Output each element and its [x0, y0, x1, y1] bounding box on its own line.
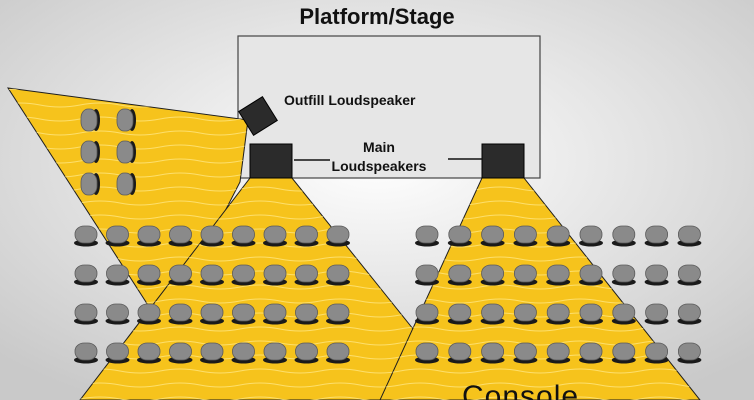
seat-right-21	[513, 303, 538, 325]
seat-right-4	[546, 225, 571, 247]
seat-right-23	[579, 303, 603, 325]
seat-right-22	[546, 303, 571, 325]
seat-left-31	[200, 342, 224, 364]
main-loudspeaker-right	[481, 143, 525, 179]
seat-right-18	[415, 303, 439, 325]
seat-right-31	[546, 342, 571, 364]
diagram-title: Platform/Stage	[299, 4, 455, 29]
seat-left-19	[105, 303, 130, 325]
seat-right-0	[415, 225, 439, 247]
seat-left-13	[200, 264, 224, 286]
seat-left-32	[231, 342, 256, 364]
seat-left-8	[326, 225, 350, 247]
seat-left-11	[137, 264, 161, 286]
seat-right-6	[611, 225, 636, 247]
seat-left-20	[137, 303, 161, 325]
seat-right-2	[480, 225, 505, 247]
audience-seating	[74, 108, 702, 364]
main-loudspeakers-label: Main Loudspeakers	[326, 138, 432, 176]
seat-side-2	[80, 140, 100, 164]
seat-left-22	[200, 303, 224, 325]
seat-left-29	[137, 342, 161, 364]
seat-right-12	[513, 264, 538, 286]
seat-right-13	[546, 264, 571, 286]
main-label-line1: Main	[363, 139, 395, 155]
seat-left-33	[263, 342, 287, 364]
seat-right-26	[677, 303, 702, 325]
seat-left-16	[294, 264, 319, 286]
seat-side-4	[80, 172, 100, 196]
seat-left-25	[294, 303, 319, 325]
seat-right-11	[480, 264, 505, 286]
seat-left-18	[74, 303, 98, 325]
seat-right-1	[447, 225, 472, 247]
seat-left-5	[231, 225, 256, 247]
seat-left-27	[74, 342, 98, 364]
outfill-loudspeaker-box	[238, 96, 278, 136]
seat-side-3	[116, 140, 136, 164]
seat-left-6	[263, 225, 287, 247]
seat-left-34	[294, 342, 319, 364]
seat-left-14	[231, 264, 256, 286]
seat-side-0	[80, 108, 100, 132]
seat-left-15	[263, 264, 287, 286]
seat-right-29	[480, 342, 505, 364]
main-loudspeaker-left	[249, 143, 293, 179]
seat-left-10	[105, 264, 130, 286]
seat-right-35	[677, 342, 702, 364]
seat-left-1	[105, 225, 130, 247]
seat-side-1	[116, 108, 136, 132]
seat-right-28	[447, 342, 472, 364]
seat-right-17	[677, 264, 702, 286]
seat-right-20	[480, 303, 505, 325]
seat-right-7	[644, 225, 669, 247]
seat-right-25	[644, 303, 669, 325]
seat-left-9	[74, 264, 98, 286]
seat-right-32	[579, 342, 603, 364]
seat-right-16	[644, 264, 669, 286]
seat-left-0	[74, 225, 98, 247]
seat-left-28	[105, 342, 130, 364]
seat-right-3	[513, 225, 538, 247]
seat-left-35	[326, 342, 350, 364]
seat-side-5	[116, 172, 136, 196]
seat-right-14	[579, 264, 603, 286]
seat-right-24	[611, 303, 636, 325]
seat-right-27	[415, 342, 439, 364]
seat-right-10	[447, 264, 472, 286]
seat-right-9	[415, 264, 439, 286]
seat-left-3	[168, 225, 193, 247]
seat-left-4	[200, 225, 224, 247]
seat-right-5	[579, 225, 603, 247]
seat-right-34	[644, 342, 669, 364]
console-label: Console	[462, 380, 580, 400]
seat-right-33	[611, 342, 636, 364]
seat-right-8	[677, 225, 702, 247]
seat-left-2	[137, 225, 161, 247]
seat-left-23	[231, 303, 256, 325]
seat-left-7	[294, 225, 319, 247]
outfill-loudspeaker-label: Outfill Loudspeaker	[284, 92, 416, 108]
seat-right-19	[447, 303, 472, 325]
main-label-line2: Loudspeakers	[331, 158, 427, 174]
seat-right-30	[513, 342, 538, 364]
seat-right-15	[611, 264, 636, 286]
seat-left-21	[168, 303, 193, 325]
seat-left-12	[168, 264, 193, 286]
seat-left-26	[326, 303, 350, 325]
seat-left-17	[326, 264, 350, 286]
seat-left-24	[263, 303, 287, 325]
seat-left-30	[168, 342, 193, 364]
